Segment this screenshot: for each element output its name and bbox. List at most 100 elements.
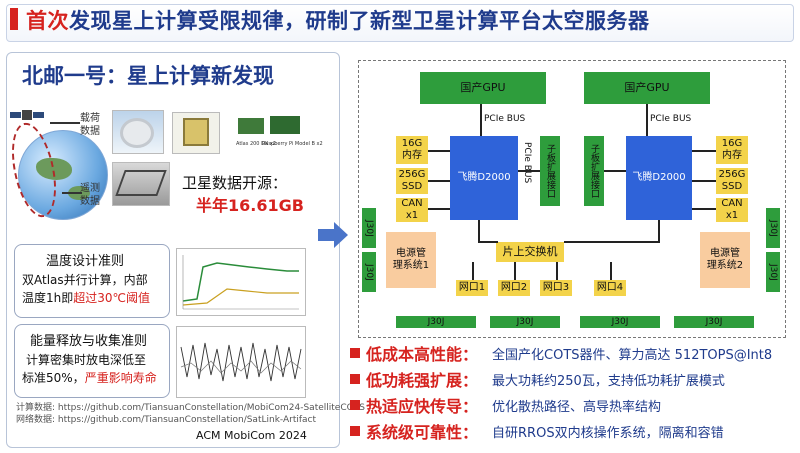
feature-item: 低成本高性能： 全国产化COTS器件、算力高达 512TOPS@Int8 xyxy=(350,342,772,364)
feature-heading: 系统级可靠性： xyxy=(366,423,479,442)
onchip-switch: 片上交换机 xyxy=(496,242,564,262)
temperature-card-line1: 双Atlas并行计算，内部 xyxy=(22,273,148,287)
j30j-connector-bottom-3: J30J xyxy=(580,316,660,328)
feature-heading: 低成本高性能： xyxy=(366,345,479,364)
bus-line xyxy=(692,208,716,210)
bus-line xyxy=(518,170,540,172)
expansion-left: 子板扩展接口 xyxy=(540,136,560,206)
battery-chart-image xyxy=(176,326,306,398)
j30j-connector-bottom-4: J30J xyxy=(674,316,754,328)
label-payload-data: 载荷 数据 xyxy=(80,113,100,137)
bullet-icon xyxy=(350,348,360,358)
net-port-1: 网口1 xyxy=(456,280,488,296)
thumb-caption: Raspberry Pi Model B x2 xyxy=(262,141,323,147)
temperature-chart-image xyxy=(176,248,306,316)
ssd-right: 256G SSD xyxy=(716,168,748,194)
can-right: CAN x1 xyxy=(716,198,748,222)
title-highlight: 首次 xyxy=(26,9,69,33)
bus-line xyxy=(564,241,660,243)
feature-heading: 低功耗强扩展： xyxy=(366,371,479,390)
open-data-label: 卫星数据开源： xyxy=(182,174,288,192)
memory-right: 16G 内存 xyxy=(716,136,748,164)
thumb-caption: Atlas 200 DK x2 xyxy=(236,141,276,147)
atlas-board-image xyxy=(238,118,264,134)
pcie-label-left: PCIe BUS xyxy=(484,114,526,124)
compute-data-link[interactable]: 计算数据: https://github.com/TiansuanConstel… xyxy=(16,403,365,413)
bus-line xyxy=(658,220,660,242)
bus-line xyxy=(610,262,612,280)
j30j-connector-right-1: J30J xyxy=(766,208,780,248)
bus-line xyxy=(692,150,716,152)
j30j-connector-right-2: J30J xyxy=(766,252,780,292)
label-telemetry-data: 遥测 数据 xyxy=(80,183,100,207)
slide-title: 首次发现星上计算受限规律，研制了新型卫星计算平台太空服务器 xyxy=(26,5,650,35)
bus-line xyxy=(478,220,480,242)
temperature-card xyxy=(14,244,170,318)
bullet-icon xyxy=(350,400,360,410)
bus-line xyxy=(646,104,648,136)
bus-line xyxy=(480,104,482,136)
bus-line xyxy=(556,262,558,280)
j30j-connector-bottom-1: J30J xyxy=(396,316,476,328)
energy-card-title: 能量释放与收集准则 xyxy=(30,334,148,349)
power-system-left: 电源管 理系统1 xyxy=(386,232,436,288)
bus-line xyxy=(604,170,626,172)
open-data-value: 半年16.61GB xyxy=(196,196,304,215)
gpu-right: 国产GPU xyxy=(584,72,710,104)
feature-heading: 热适应快传导： xyxy=(366,397,479,416)
bus-line xyxy=(428,208,450,210)
ssd-left: 256G SSD xyxy=(396,168,428,194)
feature-description: 自研RROS双内核操作系统，隔离和容错 xyxy=(492,425,724,441)
gpu-left: 国产GPU xyxy=(420,72,546,104)
satellite-icon xyxy=(22,110,32,120)
bullet-icon xyxy=(350,374,360,384)
data-links: 计算数据: https://github.com/TiansuanConstel… xyxy=(16,402,365,426)
title-accent-bar xyxy=(10,8,18,30)
bus-line xyxy=(428,180,450,182)
j30j-connector-left-1: J30J xyxy=(362,208,376,248)
can-left: CAN x1 xyxy=(396,198,428,222)
architecture-diagram xyxy=(358,60,786,338)
bus-line xyxy=(472,262,474,280)
feature-description: 最大功耗约250瓦，支持低功耗扩展模式 xyxy=(492,373,725,389)
venue-label: ACM MobiCom 2024 xyxy=(196,429,307,442)
satellite-icon xyxy=(10,112,21,118)
dish-antenna-image xyxy=(120,118,154,148)
globe-land xyxy=(36,158,72,180)
left-panel-heading: 北邮一号：星上计算新发现 xyxy=(22,64,274,88)
bullet-icon xyxy=(350,426,360,436)
arrow-line xyxy=(50,122,80,124)
title-rest: 发现星上计算受限规律，研制了新型卫星计算平台太空服务器 xyxy=(69,9,650,33)
memory-left: 16G 内存 xyxy=(396,136,428,164)
energy-card-line2: 标准50%，严重影响寿命 xyxy=(22,371,157,385)
antenna-photo xyxy=(112,162,170,206)
temperature-card-title: 温度设计准则 xyxy=(46,254,125,269)
arrow-line xyxy=(62,192,82,194)
raspberry-pi-image xyxy=(270,116,300,134)
feature-description: 优化散热路径、高导热率结构 xyxy=(492,399,662,415)
temperature-card-line2: 温度1h即超过30℃阈值 xyxy=(22,291,150,305)
satellite-icon xyxy=(33,112,44,118)
bus-line xyxy=(692,180,716,182)
pcie-label-right: PCIe BUS xyxy=(650,114,692,124)
cubesat-image xyxy=(183,118,209,146)
j30j-connector-left-2: J30J xyxy=(362,252,376,292)
bus-line xyxy=(514,262,516,280)
cpu-left: 飞腾D2000 xyxy=(450,136,518,220)
bus-line xyxy=(478,241,498,243)
net-port-3: 网口3 xyxy=(540,280,572,296)
feature-item: 系统级可靠性： 自研RROS双内核操作系统，隔离和容错 xyxy=(350,420,724,442)
title-bar xyxy=(6,4,794,42)
feature-item: 低功耗强扩展： 最大功耗约250瓦，支持低功耗扩展模式 xyxy=(350,368,725,390)
net-port-2: 网口2 xyxy=(498,280,530,296)
expansion-right: 子板扩展接口 xyxy=(584,136,604,206)
network-data-link[interactable]: 网络数据: https://github.com/TiansuanConstel… xyxy=(16,415,317,425)
feature-description: 全国产化COTS器件、算力高达 512TOPS@Int8 xyxy=(492,347,773,363)
feature-item: 热适应快传导： 优化散热路径、高导热率结构 xyxy=(350,394,661,416)
cpu-right: 飞腾D2000 xyxy=(626,136,692,220)
net-port-4: 网口4 xyxy=(594,280,626,296)
right-arrow-icon xyxy=(318,222,348,248)
energy-card-line1: 计算密集时放电深低至 xyxy=(26,353,147,367)
power-system-right: 电源管 理系统2 xyxy=(700,232,750,288)
j30j-connector-bottom-2: J30J xyxy=(490,316,560,328)
